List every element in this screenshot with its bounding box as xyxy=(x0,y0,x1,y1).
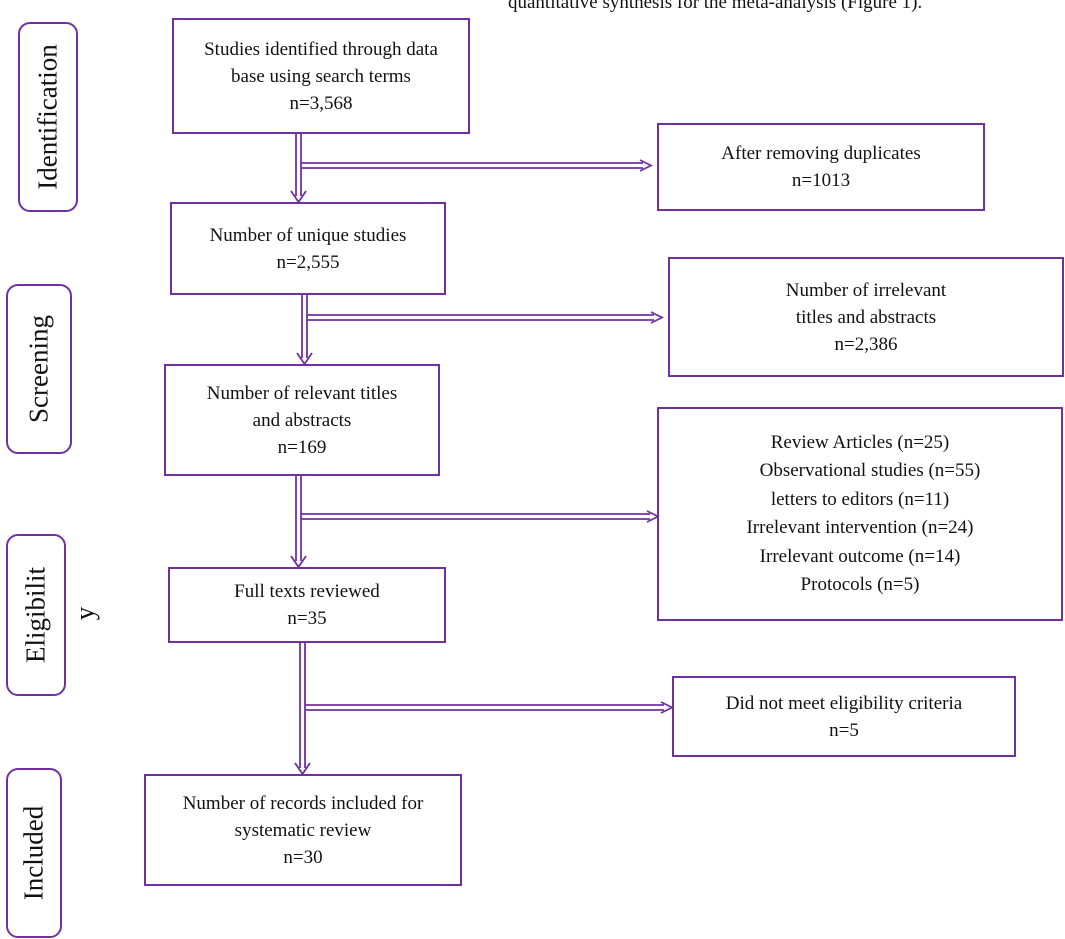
stage-screening: Screening xyxy=(6,284,72,454)
reason-letters: letters to editors (n=11) xyxy=(770,488,950,510)
down-arrowhead-4 xyxy=(294,762,311,776)
irrelevant-line-2: titles and abstracts xyxy=(795,306,937,328)
relevant-count: n=169 xyxy=(277,436,327,458)
box-not-eligible: Did not meet eligibility criteria n=5 xyxy=(672,676,1016,757)
box-after-duplicates: After removing duplicates n=1013 xyxy=(657,123,985,211)
stage-included: Included xyxy=(6,768,62,938)
identified-line-1: Studies identified through data xyxy=(204,38,438,60)
figure-caption-fragment: quantitative synthesis for the meta-anal… xyxy=(508,0,923,13)
box-studies-identified: Studies identified through data base usi… xyxy=(172,18,470,134)
reason-irrelevant-outcome: Irrelevant outcome (n=14) xyxy=(759,545,961,567)
reason-observational: Observational studies (n=55) xyxy=(759,460,981,481)
box-irrelevant-titles: Number of irrelevant titles and abstract… xyxy=(668,257,1064,377)
duplicates-count: n=1013 xyxy=(791,170,851,191)
box-exclusion-reasons: Review Articles (n=25) Observational stu… xyxy=(657,407,1063,621)
irrelevant-count: n=2,386 xyxy=(834,333,898,355)
box-full-texts: Full texts reviewed n=35 xyxy=(168,567,446,643)
irrelevant-line-1: Number of irrelevant xyxy=(785,279,947,301)
box-relevant-titles: Number of relevant titles and abstracts … xyxy=(164,364,440,476)
right-arrowhead-4 xyxy=(660,701,675,714)
relevant-line-2: and abstracts xyxy=(252,409,352,431)
included-line-2: systematic review xyxy=(234,819,372,841)
stage-eligibility: Eligibilit xyxy=(6,534,66,696)
right-arrowhead-2 xyxy=(650,311,665,324)
full-texts-count: n=35 xyxy=(287,608,327,629)
not-eligible-count: n=5 xyxy=(829,719,859,741)
identified-line-2: base using search terms xyxy=(231,65,411,87)
included-count: n=30 xyxy=(283,846,323,868)
unique-count: n=2,555 xyxy=(276,251,340,273)
relevant-line-1: Number of relevant titles xyxy=(206,382,398,404)
stage-identification: Identification xyxy=(18,22,78,212)
box-records-included: Number of records included for systemati… xyxy=(144,774,462,886)
identified-count: n=3,568 xyxy=(289,92,353,114)
not-eligible-line-1: Did not meet eligibility criteria xyxy=(725,692,963,714)
reason-irrelevant-intervention: Irrelevant intervention (n=24) xyxy=(746,517,974,538)
included-line-1: Number of records included for xyxy=(182,792,424,814)
down-arrowhead-2 xyxy=(296,352,313,366)
right-arrowhead-1 xyxy=(639,159,654,172)
box-unique-studies: Number of unique studies n=2,555 xyxy=(170,202,446,295)
down-arrowhead-3 xyxy=(290,555,307,569)
full-texts-line-1: Full texts reviewed xyxy=(234,581,380,602)
unique-line-1: Number of unique studies xyxy=(209,224,407,246)
down-arrowhead-1 xyxy=(290,190,307,204)
reason-review-articles: Review Articles (n=25) xyxy=(770,431,950,453)
reason-protocols: Protocols (n=5) xyxy=(800,574,920,595)
duplicates-line-1: After removing duplicates xyxy=(721,143,921,164)
